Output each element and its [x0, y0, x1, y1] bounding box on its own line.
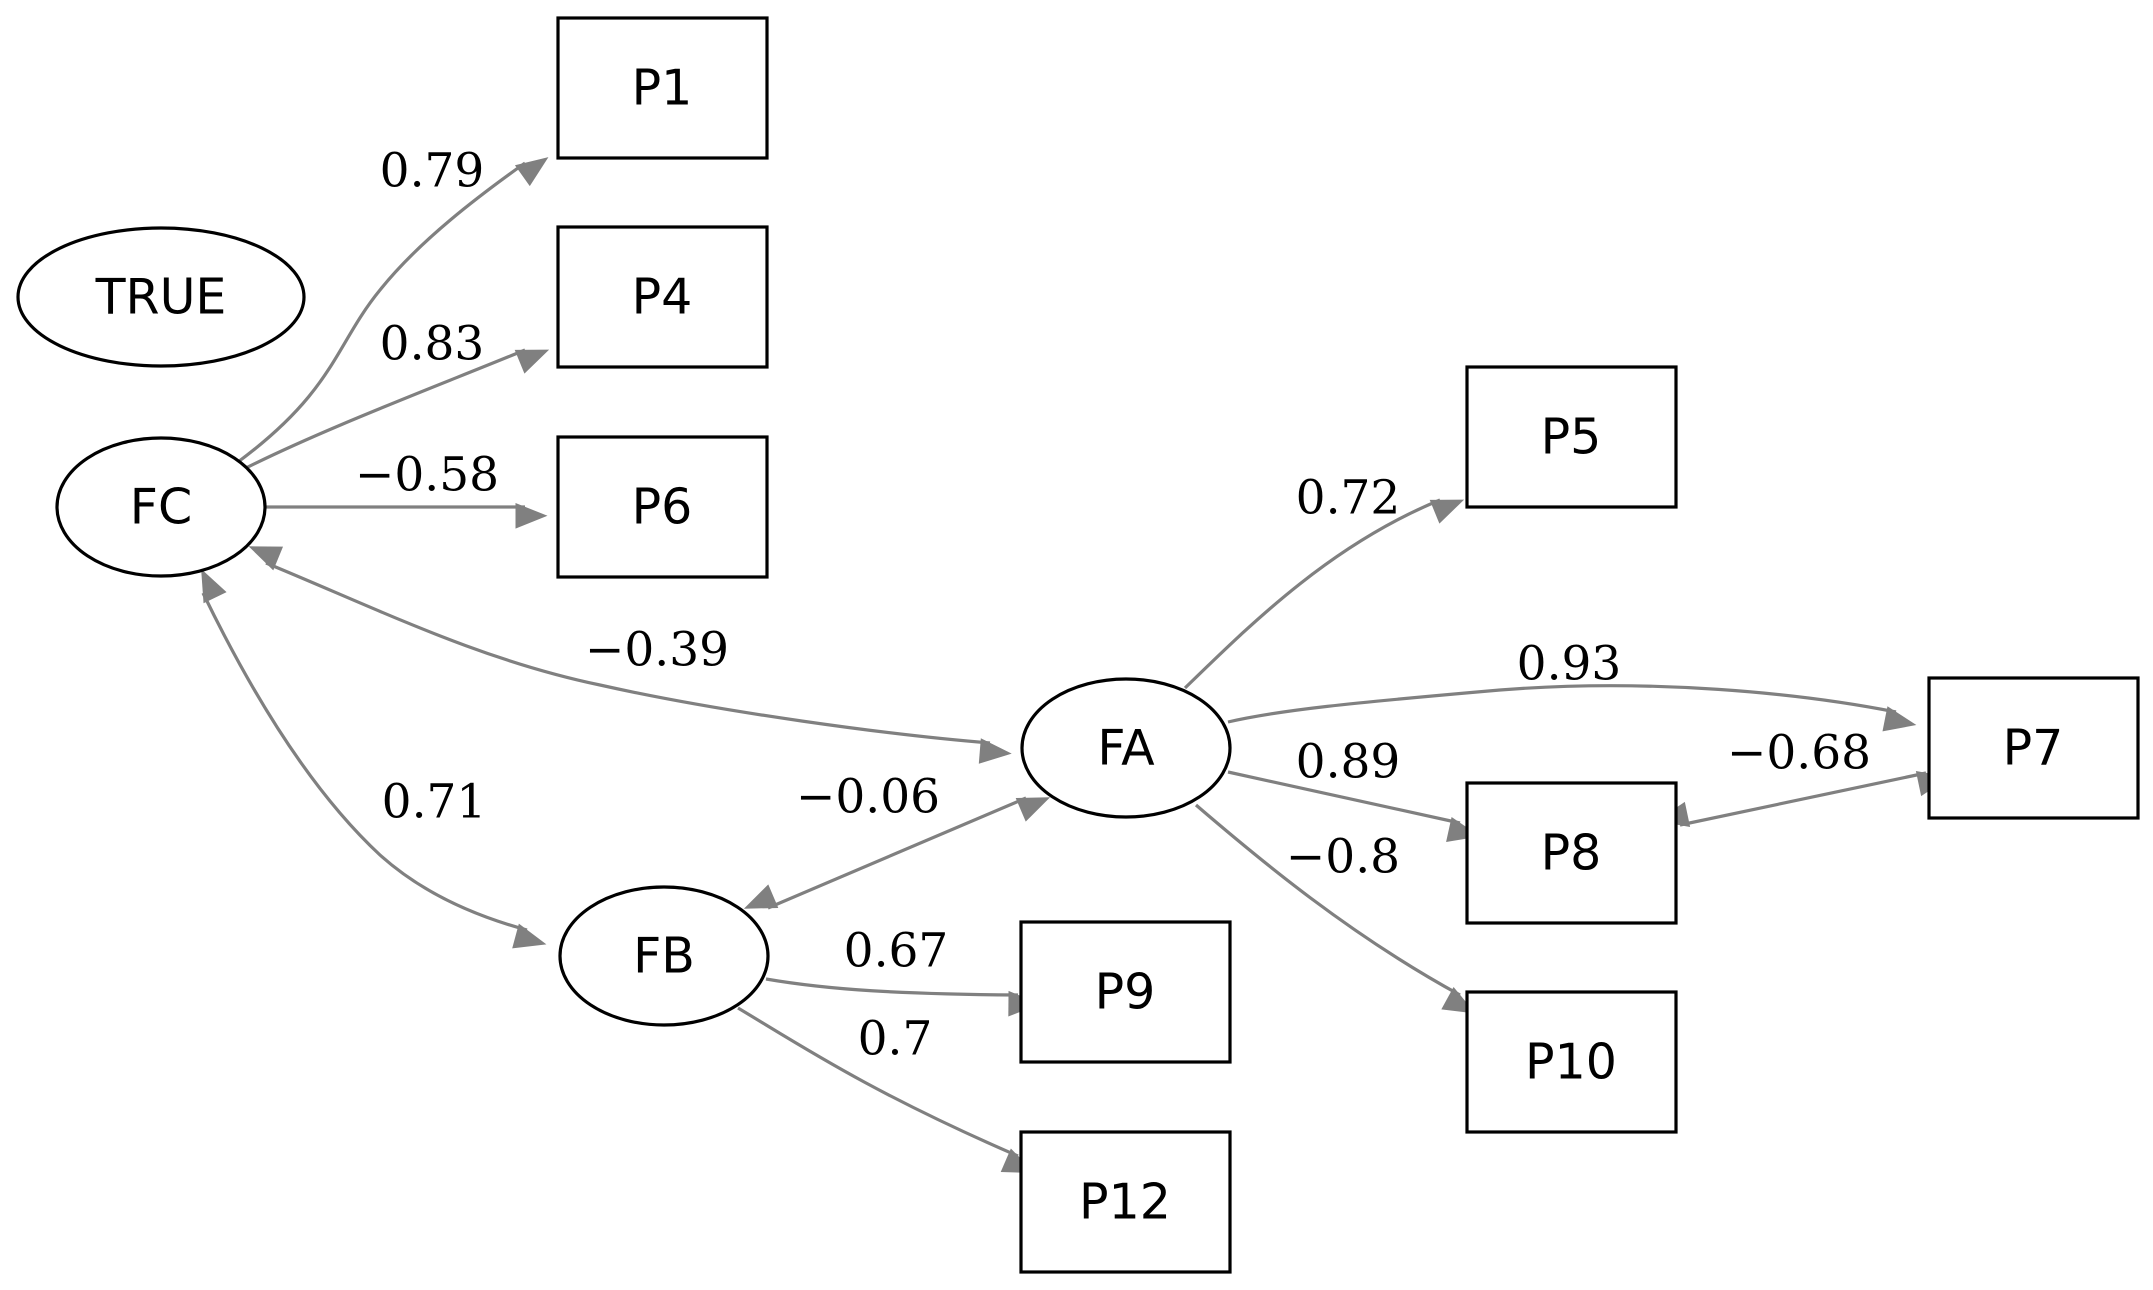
edge-fa-p8: [1227, 770, 1481, 843]
edge-label-fb-fa: −0.06: [796, 770, 940, 825]
node-fc: FC: [55, 436, 267, 578]
node-label-p4: P4: [632, 269, 693, 326]
node-fb: FB: [558, 885, 770, 1027]
node-label-fb: FB: [633, 928, 695, 985]
edge-label-fa-p5: 0.72: [1296, 471, 1401, 526]
edge-label-fc-fb: 0.71: [382, 775, 487, 830]
node-p6: P6: [556, 435, 769, 579]
node-label-p6: P6: [632, 479, 693, 536]
edge-label-fb-p12: 0.7: [858, 1012, 933, 1067]
node-true: TRUE: [16, 226, 306, 368]
node-label-p1: P1: [632, 60, 693, 117]
node-label-p8: P8: [1541, 825, 1602, 882]
edge-label-fc-p4: 0.83: [380, 317, 485, 372]
node-label-p5: P5: [1541, 409, 1602, 466]
node-p7: P7: [1927, 676, 2140, 820]
node-label-fc: FC: [130, 479, 192, 536]
edge-fb-p12: [737, 1006, 1036, 1174]
node-p10: P10: [1465, 990, 1678, 1134]
node-p12: P12: [1019, 1130, 1232, 1274]
node-p9: P9: [1019, 920, 1232, 1064]
edge-fa-p10: [1194, 803, 1476, 1014]
edge-fa-p5: [1183, 498, 1465, 690]
edge-label-fa-p7: 0.93: [1517, 637, 1622, 692]
edge-label-fc-fa: −0.39: [585, 623, 729, 678]
edge-fb-p9: [765, 977, 1041, 1017]
node-label-fa: FA: [1097, 720, 1155, 777]
edge-fc-p1: [237, 157, 549, 464]
edge-fc-p4: [237, 348, 550, 474]
edges-layer: [201, 157, 1950, 1174]
edge-label-fb-p9: 0.67: [844, 924, 949, 979]
node-p8: P8: [1465, 781, 1678, 925]
node-label-p9: P9: [1095, 964, 1156, 1021]
edge-label-p8-p7: −0.68: [1727, 726, 1871, 781]
edge-fb-fa: [743, 796, 1051, 910]
node-label-p7: P7: [2003, 720, 2064, 777]
edge-fc-fb: [201, 568, 547, 949]
node-p4: P4: [556, 225, 769, 369]
edge-fa-p7: [1227, 684, 1917, 732]
node-label-p10: P10: [1525, 1034, 1617, 1091]
edge-label-fa-p8: 0.89: [1296, 735, 1401, 790]
nodes-layer: TRUE FC FA FB P1 P4 P6 P5: [16, 16, 2140, 1274]
edge-labels-layer: 0.79 0.83 −0.58 −0.39 0.71 −0.06 0.72 0.…: [355, 144, 1871, 1067]
node-label-true: TRUE: [95, 269, 227, 326]
node-p1: P1: [556, 16, 769, 160]
node-p5: P5: [1465, 365, 1678, 509]
node-fa: FA: [1020, 677, 1232, 819]
edge-label-fa-p10: −0.8: [1286, 830, 1400, 885]
edge-label-fc-p1: 0.79: [380, 144, 485, 199]
edge-label-fc-p6: −0.58: [355, 448, 499, 503]
edge-p8-p7: [1656, 771, 1950, 827]
node-label-p12: P12: [1079, 1174, 1171, 1231]
